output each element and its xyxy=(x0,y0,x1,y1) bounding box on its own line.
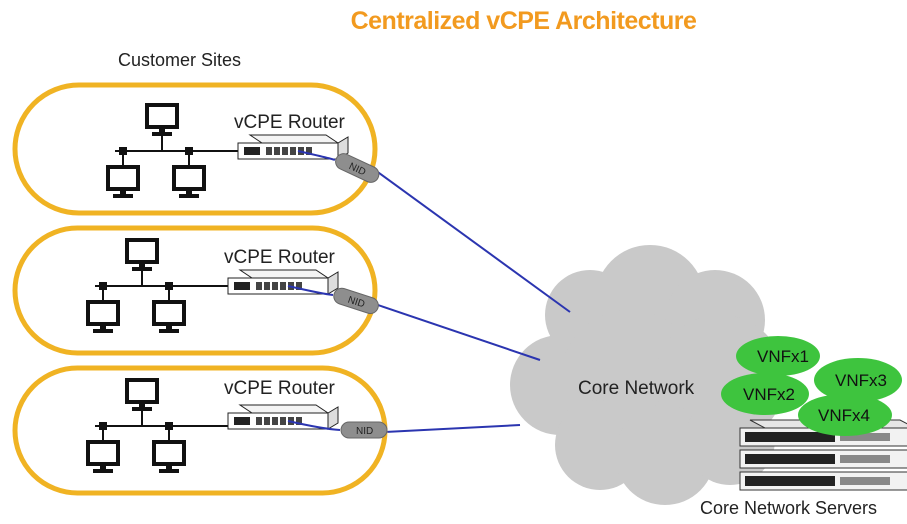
vnf-group: VNFx1 VNFx3 VNFx2 VNFx4 xyxy=(721,336,902,436)
vcpe-router-icon xyxy=(237,134,349,160)
core-network-label: Core Network xyxy=(578,378,695,399)
lan-icon xyxy=(86,378,232,473)
customer-site-2: NID xyxy=(12,225,379,356)
link-site-2 xyxy=(374,303,541,361)
page-title: Centralized vCPE Architecture xyxy=(350,7,697,35)
nid-label: NID xyxy=(356,426,373,437)
lan-icon xyxy=(86,238,232,333)
router-label-site-3: vCPE Router xyxy=(224,378,335,399)
vcpe-router-icon xyxy=(227,404,339,430)
router-label-site-2: vCPE Router xyxy=(224,247,335,268)
customer-sites-label: Customer Sites xyxy=(118,50,242,70)
site-boundary xyxy=(12,82,378,216)
vnf-ellipse-3 xyxy=(814,358,902,402)
network-links xyxy=(374,169,571,433)
router-cable xyxy=(287,420,341,431)
nid-device: NID xyxy=(335,153,380,183)
router-cable xyxy=(287,285,334,296)
link-site-1 xyxy=(374,169,571,313)
nid-label: NID xyxy=(346,295,366,311)
router-label-site-1: vCPE Router xyxy=(234,112,345,133)
vnf-label-2: VNFx2 xyxy=(743,385,795,404)
core-servers-label: Core Network Servers xyxy=(700,498,878,518)
customer-site-3: NID xyxy=(12,365,388,496)
vnf-label-3: VNFx3 xyxy=(835,371,887,390)
site-boundary xyxy=(12,225,378,356)
nid-device: NID xyxy=(333,287,379,315)
nid-device: NID xyxy=(340,421,388,439)
vnf-ellipse-4 xyxy=(798,394,892,436)
lan-icon xyxy=(106,103,242,198)
router-cable xyxy=(297,150,336,161)
vnf-label-4: VNFx4 xyxy=(818,406,870,425)
link-site-3 xyxy=(384,424,521,433)
vnf-ellipse-2 xyxy=(721,373,809,415)
vnf-label-1: VNFx1 xyxy=(757,347,809,366)
vnf-ellipse-1 xyxy=(736,336,820,376)
vcpe-router-icon xyxy=(227,269,339,295)
customer-site-1: NID xyxy=(12,82,380,216)
